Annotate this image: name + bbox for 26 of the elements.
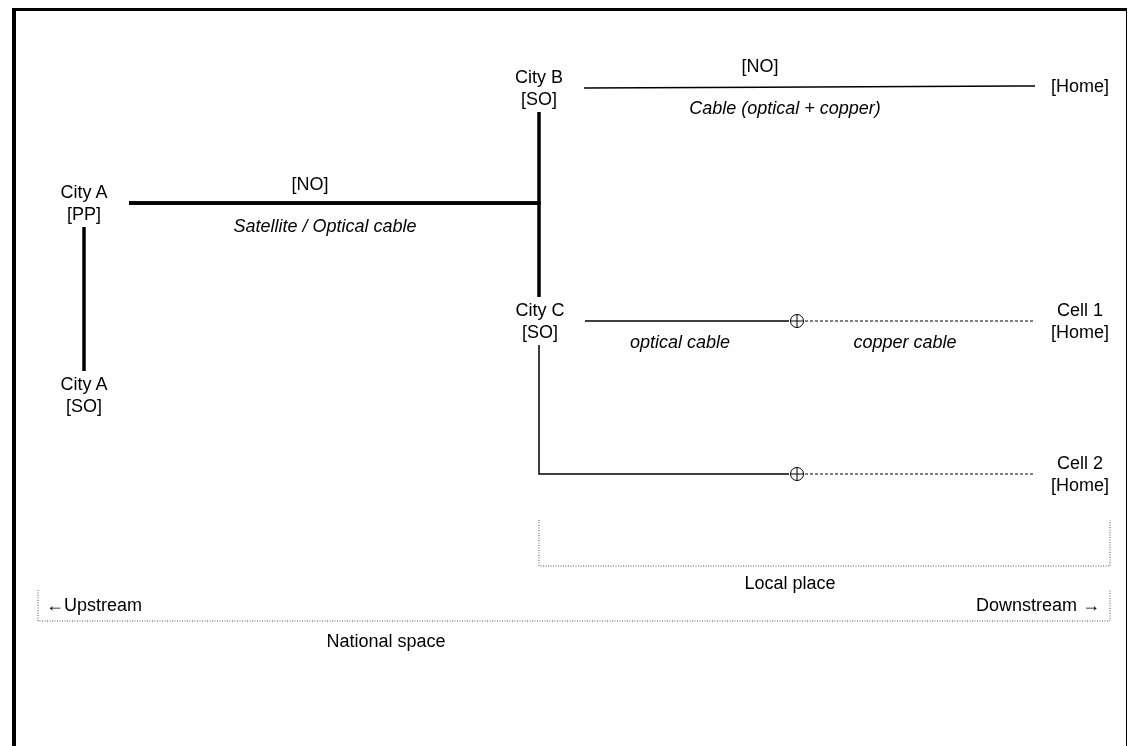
connector-line [129, 201, 541, 297]
connector-line [538, 344, 790, 475]
circled-plus-symbol [789, 466, 805, 482]
edge-label: [NO] [739, 56, 781, 76]
caption-text: Local place [744, 573, 836, 593]
node-label: City C [SO] [514, 299, 566, 343]
connector-line [584, 320, 790, 322]
edge-label: optical cable [627, 332, 733, 352]
connector-line [82, 227, 86, 371]
node-label: City A [SO] [59, 373, 109, 417]
node-label: City B [SO] [514, 66, 564, 110]
edge-label: [NO] [289, 174, 331, 194]
caption-text: National space [326, 631, 446, 651]
caption-text: Satellite / Optical cable [233, 216, 417, 236]
connector-line [804, 320, 1036, 322]
node-label: [Home] [1050, 75, 1110, 97]
circled-plus-symbol [789, 313, 805, 329]
caption-text: ←Upstream [46, 595, 143, 615]
caption-text: Downstream → [975, 595, 1100, 615]
node-label: City A [PP] [59, 181, 109, 225]
edge-label: copper cable [851, 332, 959, 352]
node-label: Cell 2 [Home] [1050, 452, 1110, 496]
connector-line [583, 85, 1036, 89]
connector-line [804, 473, 1036, 475]
node-label: Cell 1 [Home] [1050, 299, 1110, 343]
caption-text: Cable (optical + copper) [689, 98, 881, 118]
